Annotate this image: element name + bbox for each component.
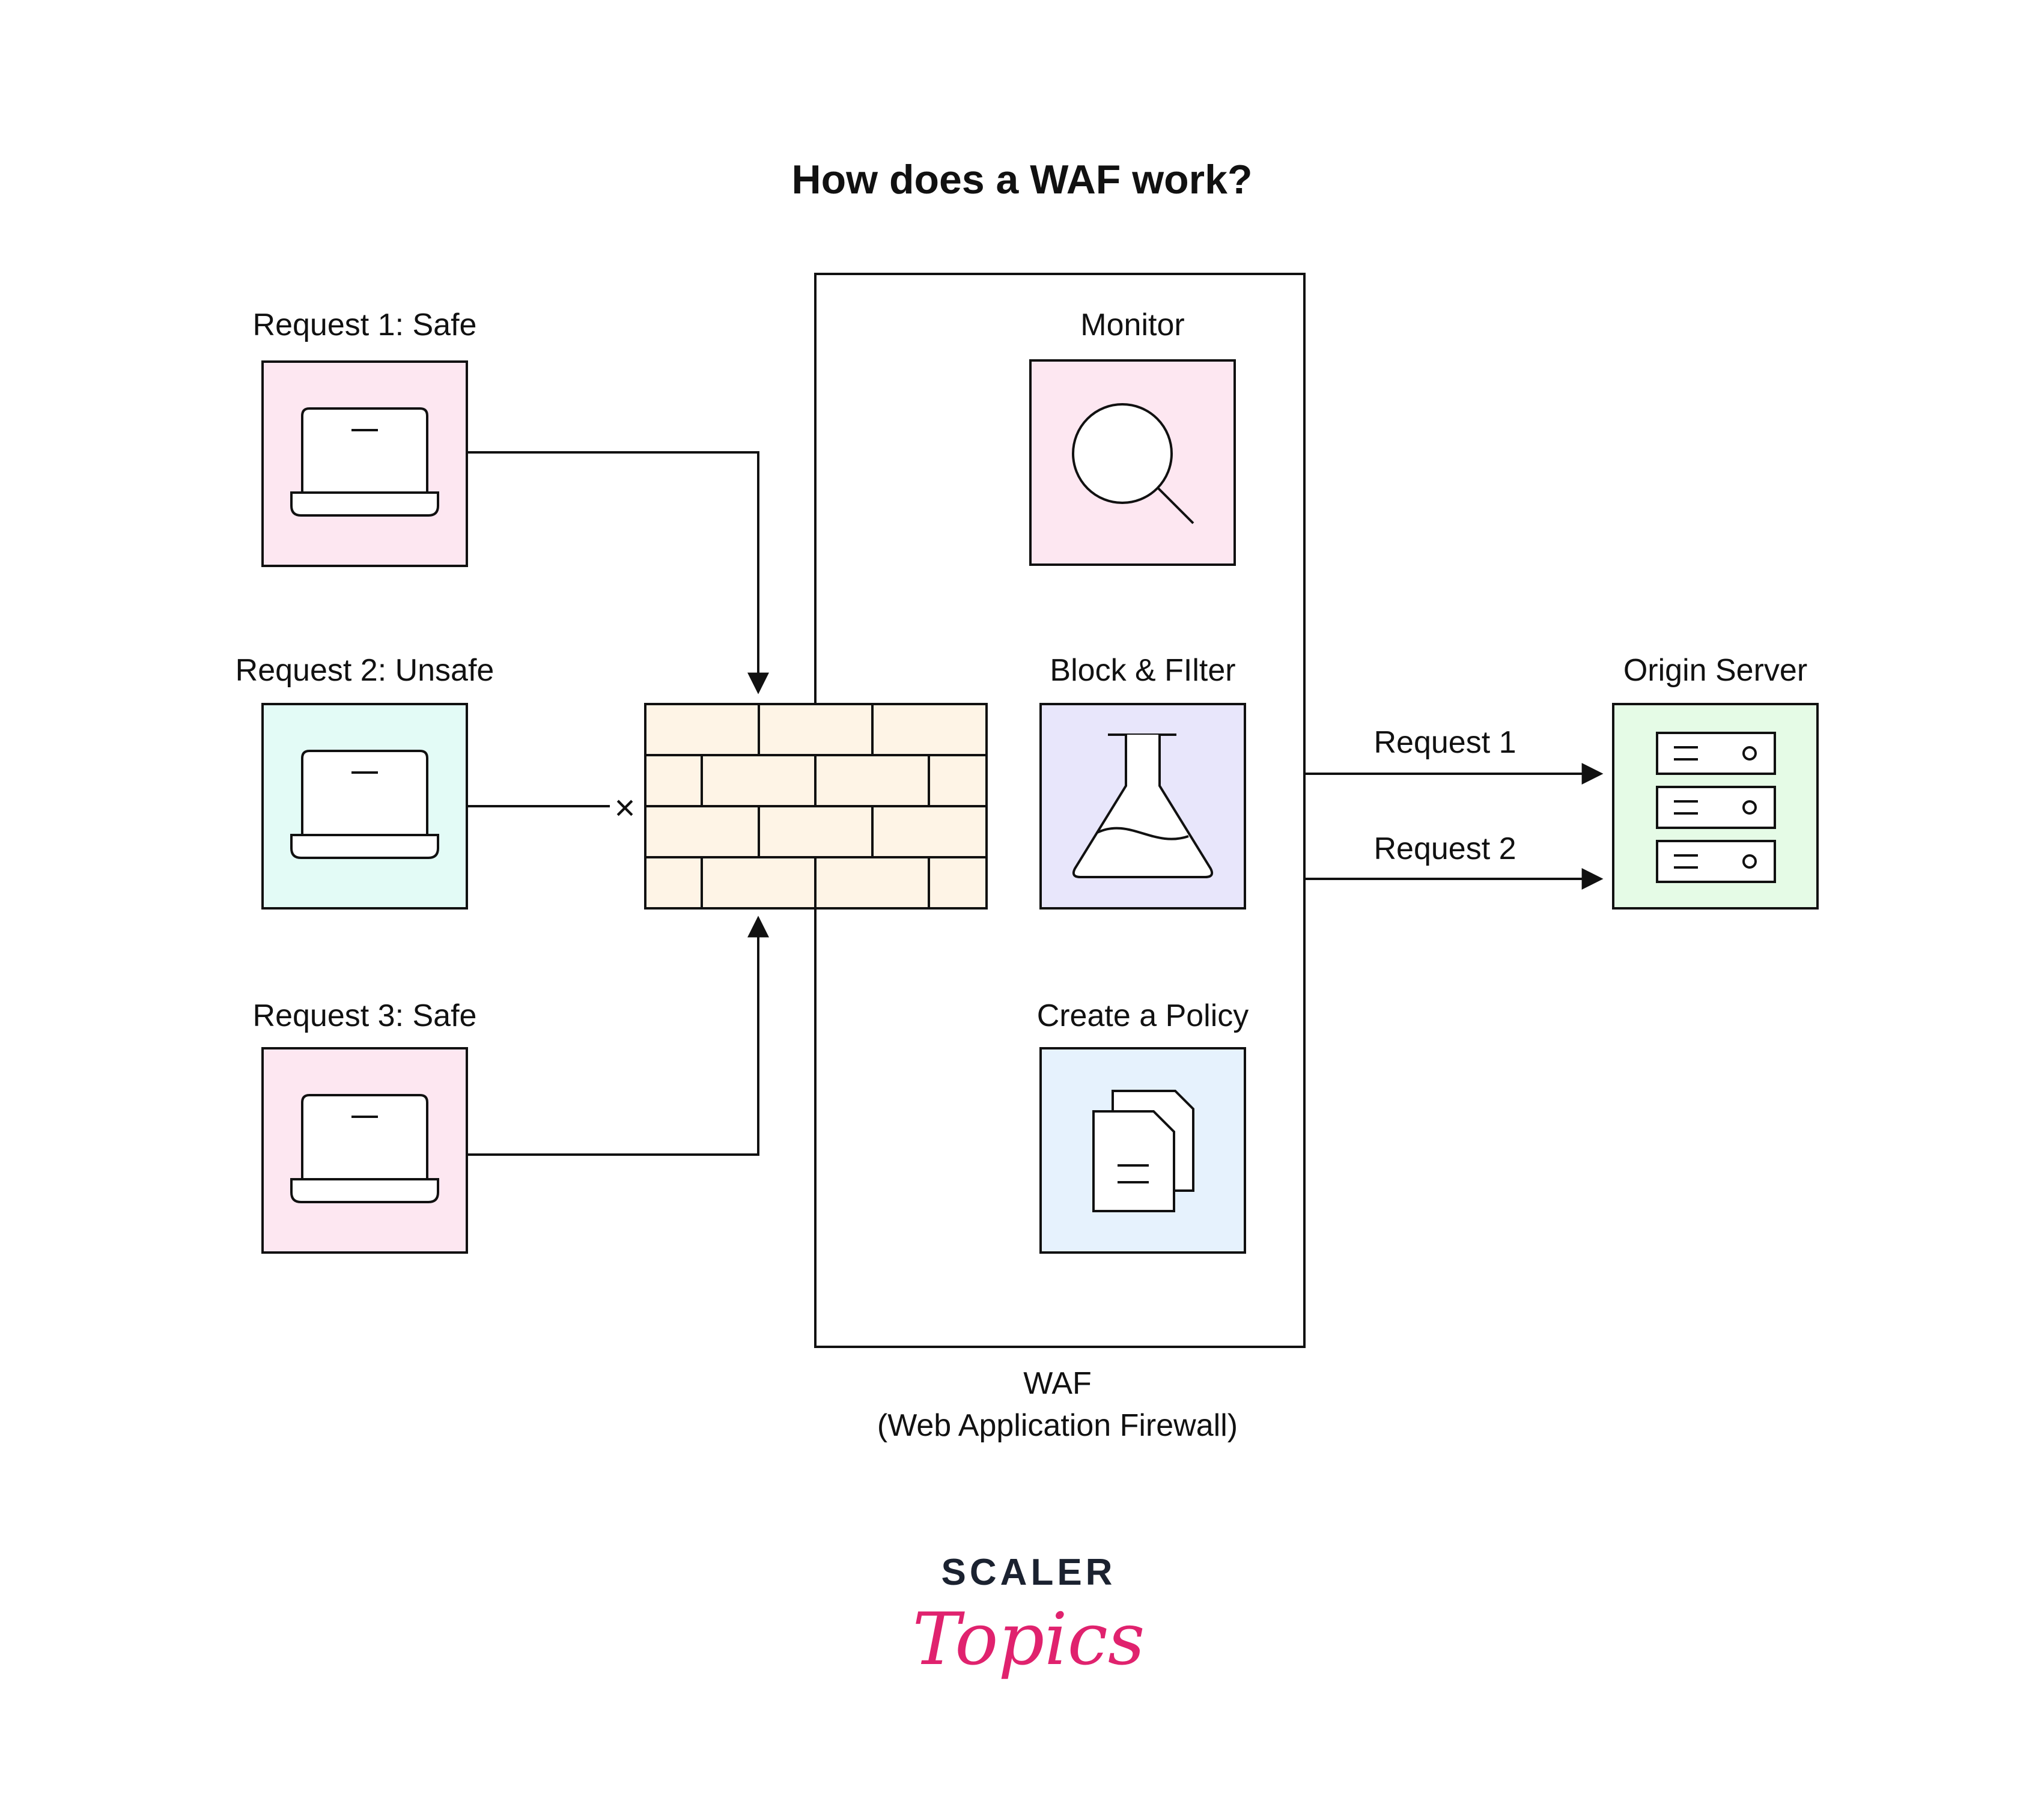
request-2-label: Request 2: Unsafe — [236, 653, 494, 688]
documents-icon — [1092, 1090, 1194, 1212]
laptop-icon — [290, 1094, 439, 1203]
brick-wall-icon — [644, 703, 988, 910]
forward-label-2: Request 2 — [1373, 831, 1516, 866]
request-2: Request 2: Unsafe — [236, 653, 494, 910]
request-3-connector — [467, 916, 769, 1156]
request-3: Request 3: Safe — [253, 998, 477, 1254]
laptop-icon — [290, 407, 439, 517]
blocked-marker: × — [614, 788, 635, 828]
waf-monitor: Monitor — [1029, 308, 1236, 566]
waf-caption-subtitle: (Web Application Firewall) — [877, 1408, 1238, 1443]
laptop-icon — [290, 750, 439, 859]
request-1-label: Request 1: Safe — [253, 308, 477, 342]
request-3-label: Request 3: Safe — [253, 998, 477, 1033]
create-policy-label: Create a Policy — [1037, 998, 1249, 1033]
magnifier-icon — [1072, 403, 1194, 524]
origin-server: Origin Server — [1612, 653, 1819, 910]
request-1-connector — [467, 451, 769, 694]
block-filter-label: Block & FIlter — [1050, 653, 1235, 688]
waf-create-policy: Create a Policy — [1037, 998, 1249, 1254]
server-rack-icon — [1656, 732, 1776, 883]
flask-icon — [1072, 733, 1214, 878]
waf-caption-title: WAF — [1023, 1366, 1092, 1401]
waf-block-filter: Block & FIlter — [1039, 653, 1246, 910]
page-title: How does a WAF work? — [792, 157, 1253, 202]
brand-line-2: Topics — [913, 1598, 1145, 1681]
forward-label-1: Request 1 — [1373, 725, 1516, 760]
monitor-label: Monitor — [1080, 308, 1184, 342]
origin-server-label: Origin Server — [1623, 653, 1807, 688]
request-1: Request 1: Safe — [253, 308, 477, 567]
brand-line-1: SCALER — [941, 1552, 1116, 1593]
scaler-topics-logo: SCALER Topics — [913, 1552, 1145, 1681]
